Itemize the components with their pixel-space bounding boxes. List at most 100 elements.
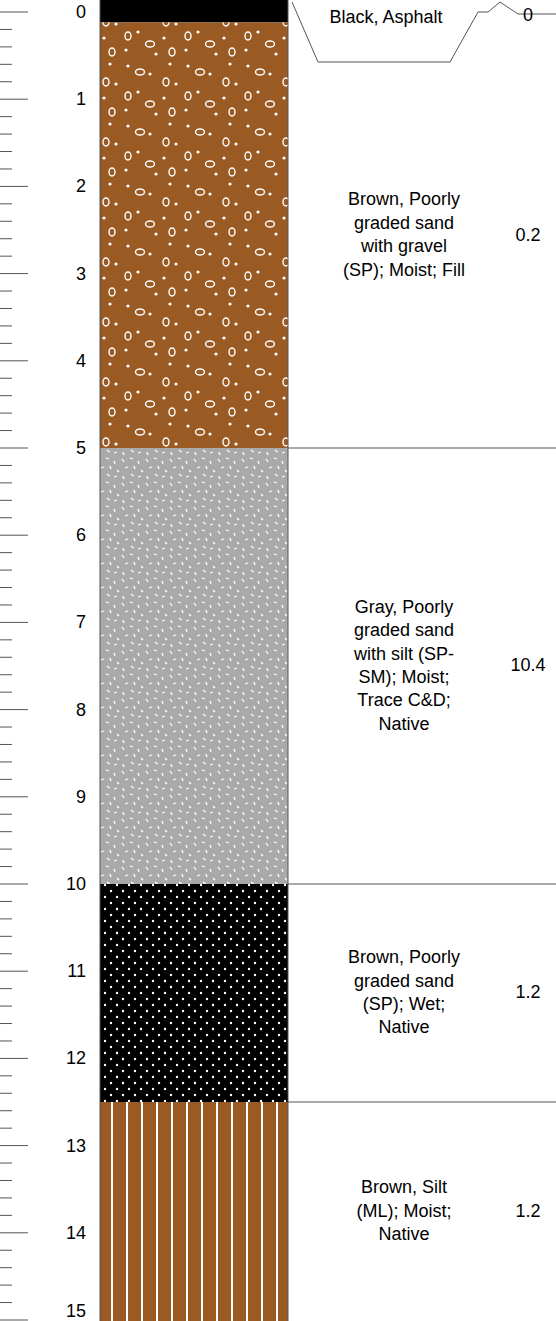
silty-sand-layer bbox=[100, 448, 288, 884]
major-tick bbox=[0, 796, 28, 797]
gravel-sand-layer bbox=[100, 22, 288, 448]
major-tick bbox=[0, 1320, 28, 1321]
major-tick bbox=[0, 709, 28, 710]
minor-tick bbox=[0, 325, 12, 326]
minor-tick bbox=[0, 814, 12, 815]
depth-label: 5 bbox=[46, 439, 86, 457]
minor-tick bbox=[0, 692, 12, 693]
minor-tick bbox=[0, 134, 12, 135]
sand-layer bbox=[100, 884, 288, 1102]
major-tick bbox=[0, 1232, 28, 1233]
soil-layer-band: Gray, Poorly graded sand with silt (SP-S… bbox=[288, 448, 556, 884]
minor-tick bbox=[0, 1250, 12, 1251]
minor-tick bbox=[0, 500, 12, 501]
major-tick bbox=[0, 99, 28, 100]
depth-label: 0 bbox=[46, 3, 86, 21]
minor-tick bbox=[0, 1215, 12, 1216]
minor-tick bbox=[0, 1267, 12, 1268]
depth-label: 13 bbox=[46, 1137, 86, 1155]
minor-tick bbox=[0, 1023, 12, 1024]
minor-tick bbox=[0, 46, 12, 47]
minor-tick bbox=[0, 779, 12, 780]
minor-tick bbox=[0, 953, 12, 954]
depth-label: 2 bbox=[46, 177, 86, 195]
layer-value: 1.2 bbox=[500, 981, 556, 1004]
major-tick bbox=[0, 971, 28, 972]
major-tick bbox=[0, 12, 28, 13]
soil-description: Gray, Poorly graded sand with silt (SP-S… bbox=[342, 596, 466, 736]
minor-tick bbox=[0, 482, 12, 483]
minor-tick bbox=[0, 1040, 12, 1041]
layer-value: 0.2 bbox=[500, 224, 556, 247]
depth-label: 1 bbox=[46, 90, 86, 108]
soil-layer-band: Brown, Silt (ML); Moist; Native 1.2 bbox=[288, 1102, 556, 1321]
minor-tick bbox=[0, 1110, 12, 1111]
depth-label: 15 bbox=[46, 1302, 86, 1320]
minor-tick bbox=[0, 308, 12, 309]
column-edge bbox=[100, 0, 101, 1321]
minor-tick bbox=[0, 936, 12, 937]
minor-tick bbox=[0, 918, 12, 919]
minor-tick bbox=[0, 744, 12, 745]
minor-tick bbox=[0, 151, 12, 152]
minor-tick bbox=[0, 430, 12, 431]
depth-label: 4 bbox=[46, 352, 86, 370]
minor-tick bbox=[0, 291, 12, 292]
major-tick bbox=[0, 1058, 28, 1059]
soil-description: Brown, Poorly graded sand (SP); Wet; Nat… bbox=[342, 946, 466, 1040]
minor-tick bbox=[0, 901, 12, 902]
minor-tick bbox=[0, 203, 12, 204]
minor-tick bbox=[0, 238, 12, 239]
soil-layer-band: Brown, Poorly graded sand (SP); Wet; Nat… bbox=[288, 884, 556, 1102]
depth-label: 7 bbox=[46, 613, 86, 631]
soil-layer-band: Brown, Poorly graded sand with gravel (S… bbox=[288, 22, 556, 448]
minor-tick bbox=[0, 1180, 12, 1181]
minor-tick bbox=[0, 64, 12, 65]
minor-tick bbox=[0, 29, 12, 30]
minor-tick bbox=[0, 657, 12, 658]
minor-tick bbox=[0, 395, 12, 396]
soil-description: Brown, Poorly graded sand with gravel (S… bbox=[342, 188, 466, 282]
asphalt-layer bbox=[100, 0, 288, 22]
major-tick bbox=[0, 273, 28, 274]
minor-tick bbox=[0, 343, 12, 344]
minor-tick bbox=[0, 1006, 12, 1007]
major-tick bbox=[0, 622, 28, 623]
asphalt-callout bbox=[292, 2, 556, 62]
major-tick bbox=[0, 360, 28, 361]
depth-label: 3 bbox=[46, 265, 86, 283]
major-tick bbox=[0, 535, 28, 536]
minor-tick bbox=[0, 221, 12, 222]
major-tick bbox=[0, 448, 28, 449]
depth-label: 9 bbox=[46, 788, 86, 806]
minor-tick bbox=[0, 866, 12, 867]
major-tick bbox=[0, 884, 28, 885]
layer-value: 10.4 bbox=[500, 654, 556, 677]
soil-description: Black, Asphalt bbox=[324, 6, 448, 29]
minor-tick bbox=[0, 1285, 12, 1286]
minor-tick bbox=[0, 413, 12, 414]
minor-tick bbox=[0, 168, 12, 169]
minor-tick bbox=[0, 761, 12, 762]
major-tick bbox=[0, 186, 28, 187]
depth-label: 11 bbox=[46, 962, 86, 980]
layer-boundary bbox=[288, 884, 556, 885]
depth-label: 12 bbox=[46, 1049, 86, 1067]
minor-tick bbox=[0, 517, 12, 518]
minor-tick bbox=[0, 1197, 12, 1198]
minor-tick bbox=[0, 116, 12, 117]
minor-tick bbox=[0, 674, 12, 675]
layer-boundary bbox=[288, 448, 556, 449]
silt-layer bbox=[100, 1102, 288, 1321]
minor-tick bbox=[0, 552, 12, 553]
minor-tick bbox=[0, 1093, 12, 1094]
minor-tick bbox=[0, 1302, 12, 1303]
depth-label: 10 bbox=[46, 875, 86, 893]
minor-tick bbox=[0, 639, 12, 640]
soil-description: Brown, Silt (ML); Moist; Native bbox=[342, 1176, 466, 1246]
minor-tick bbox=[0, 604, 12, 605]
layer-value: 1.2 bbox=[500, 1200, 556, 1223]
minor-tick bbox=[0, 587, 12, 588]
depth-label: 14 bbox=[46, 1224, 86, 1242]
minor-tick bbox=[0, 988, 12, 989]
